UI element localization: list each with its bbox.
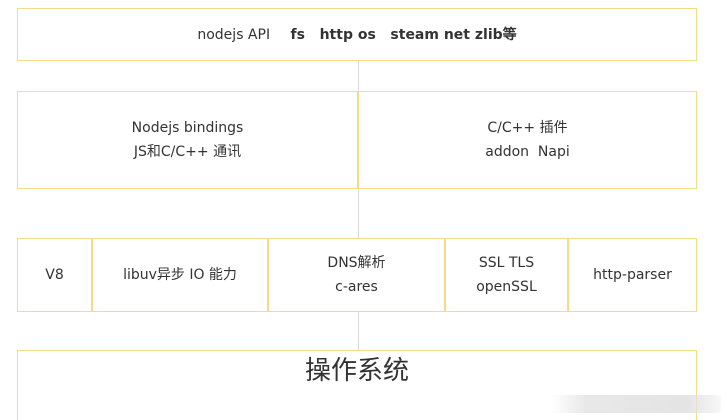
- dependency-sublabel: openSSL: [476, 279, 537, 295]
- addons-subtitle: addon Napi: [485, 144, 570, 160]
- dependency-label: http-parser: [593, 267, 672, 283]
- dependency-label: V8: [45, 267, 64, 283]
- addons-title: C/C++ 插件: [487, 120, 568, 136]
- watermark: [551, 395, 721, 413]
- api-row: nodejs API fs http os steam net zlib等: [197, 23, 516, 47]
- os-label: 操作系统: [304, 356, 409, 386]
- dependency-label: DNS解析: [327, 255, 386, 271]
- dependency-http-parser: http-parser: [568, 238, 697, 312]
- connector-bindings-to-deps: [358, 189, 359, 238]
- dependency-v8: V8: [17, 238, 92, 312]
- connector-deps-to-os: [358, 312, 359, 350]
- dependency-label: SSL TLS: [478, 255, 535, 271]
- bindings-subtitle: JS和C/C++ 通讯: [133, 144, 242, 160]
- dependency-openssl: SSL TLS openSSL: [445, 238, 568, 312]
- connector-api-to-bindings: [358, 61, 359, 91]
- operating-system-layer: 操作系统: [17, 350, 697, 420]
- dependency-libuv: libuv异步 IO 能力: [92, 238, 268, 312]
- dependency-label: libuv异步 IO 能力: [123, 267, 237, 283]
- nodejs-api-layer: nodejs API fs http os steam net zlib等: [17, 8, 697, 61]
- cpp-addons-box: C/C++ 插件 addon Napi: [358, 91, 697, 189]
- api-label: nodejs API: [197, 26, 271, 43]
- dependency-c-ares: DNS解析 c-ares: [268, 238, 445, 312]
- nodejs-bindings-box: Nodejs bindings JS和C/C++ 通讯: [17, 91, 358, 189]
- dependency-sublabel: c-ares: [335, 279, 378, 295]
- bindings-title: Nodejs bindings: [131, 120, 244, 136]
- api-modules: fs http os steam net zlib等: [290, 26, 517, 43]
